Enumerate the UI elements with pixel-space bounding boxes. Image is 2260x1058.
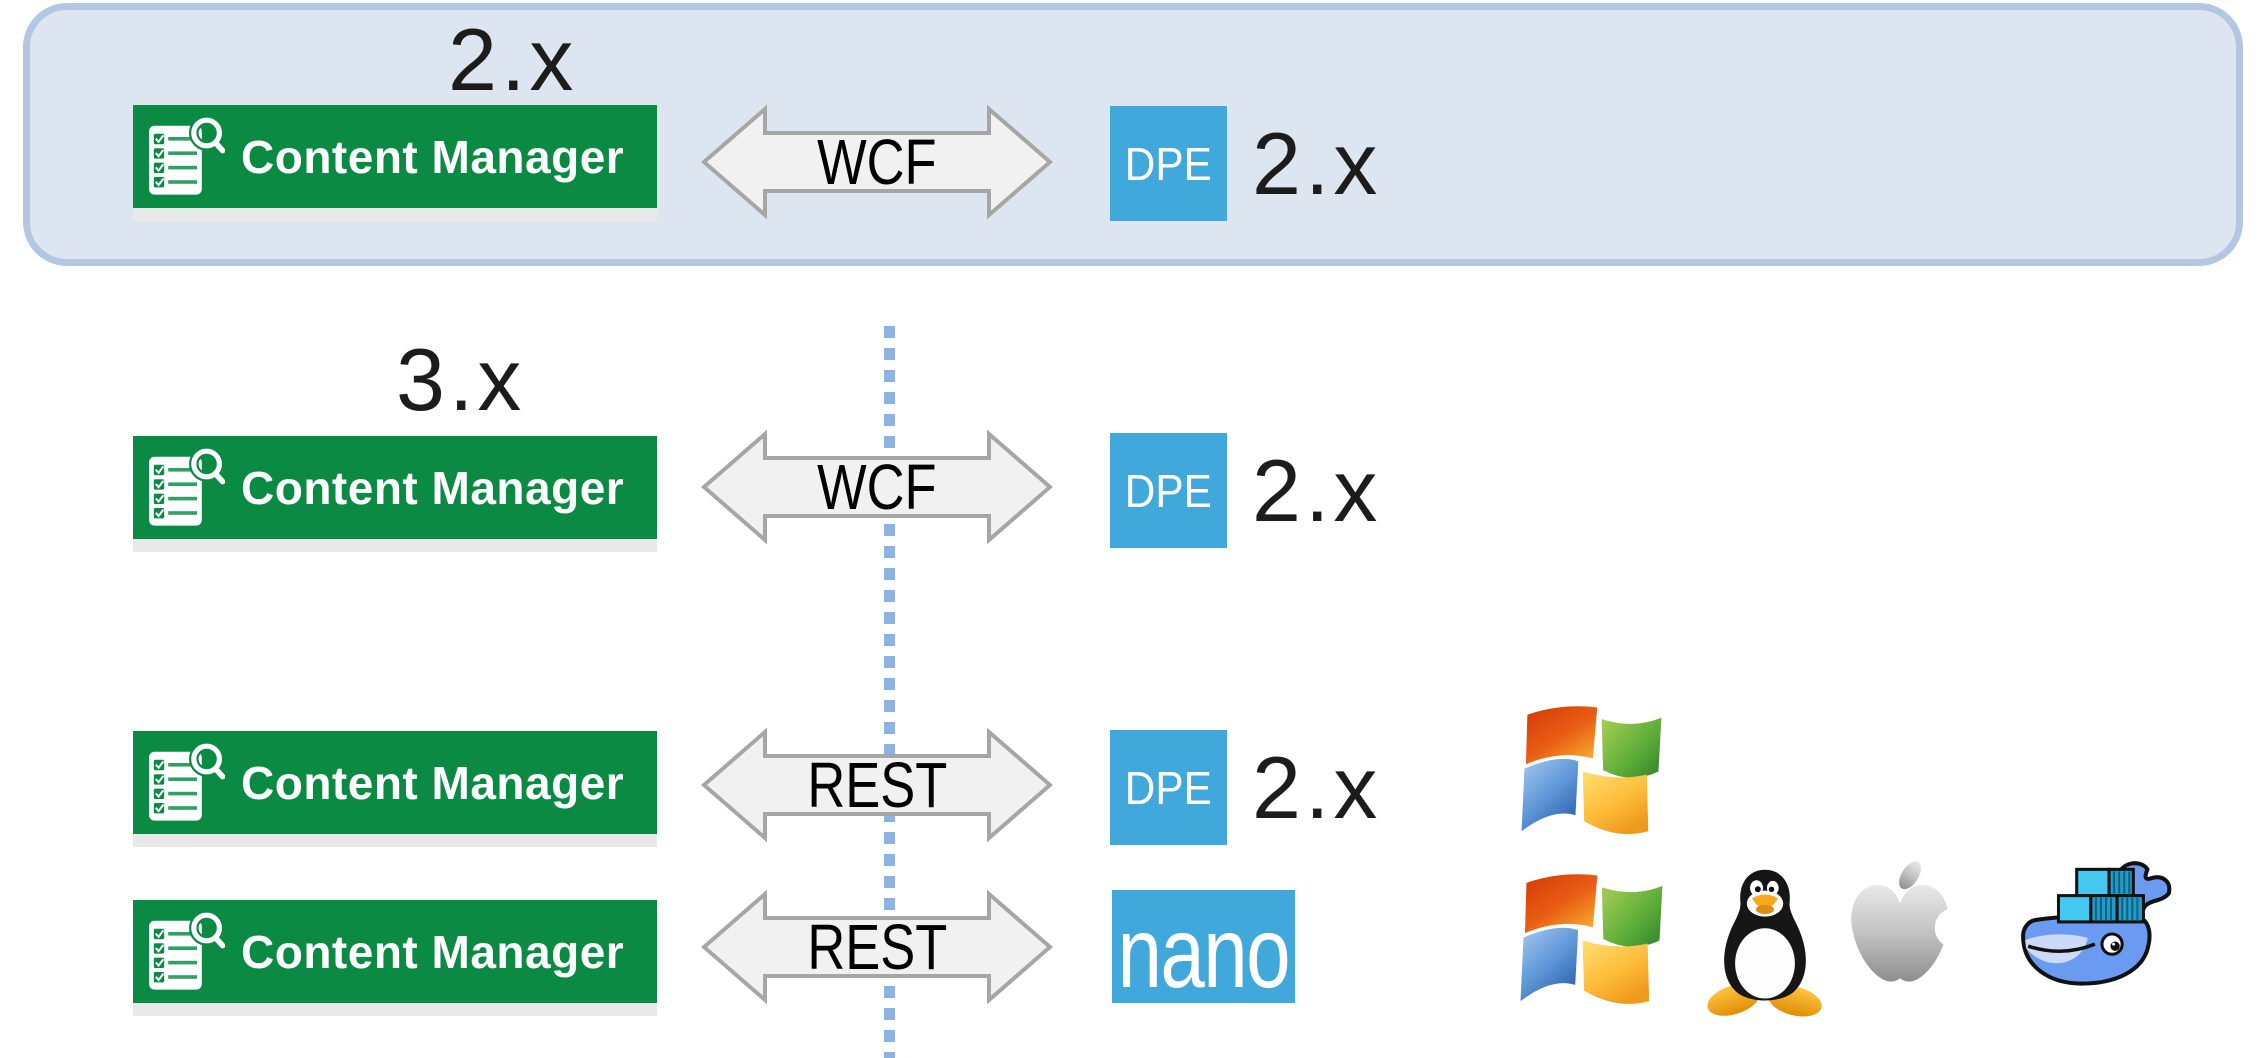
linux-tux-icon bbox=[1700, 862, 1830, 1018]
server-version-wrap: 2.x bbox=[1252, 730, 1381, 845]
server-version-label: 2.x bbox=[1252, 440, 1382, 540]
badge-shadow-strip bbox=[133, 834, 657, 847]
apple-icon bbox=[1844, 856, 1956, 1002]
dpe-label: DPE bbox=[1124, 137, 1213, 190]
rest-arrow: REST bbox=[701, 889, 1053, 1005]
windows-icon bbox=[1512, 874, 1668, 1010]
checklist-magnifier-icon bbox=[145, 444, 225, 532]
content-manager-badge: Content Manager bbox=[133, 731, 657, 834]
dpe-box: DPE bbox=[1110, 433, 1227, 548]
rest-arrow: REST bbox=[701, 727, 1053, 843]
dpe-label: DPE bbox=[1124, 761, 1213, 814]
protocol-label: WCF bbox=[817, 126, 937, 198]
server-version-wrap: 2.x bbox=[1252, 433, 1381, 548]
dpe-label: DPE bbox=[1124, 464, 1213, 517]
checklist-magnifier-icon bbox=[145, 908, 225, 996]
badge-shadow-strip bbox=[133, 1003, 657, 1016]
protocol-label: REST bbox=[807, 911, 947, 983]
content-manager-label: Content Manager bbox=[241, 925, 625, 978]
server-version-wrap: 2.x bbox=[1252, 106, 1381, 221]
wcf-arrow: WCF bbox=[701, 429, 1053, 545]
server-version-label: 2.x bbox=[1252, 113, 1382, 213]
dpe-box: DPE bbox=[1110, 106, 1227, 221]
client-version-label: 2.x bbox=[448, 10, 578, 109]
content-manager-label: Content Manager bbox=[241, 461, 625, 514]
protocol-label: REST bbox=[807, 749, 947, 821]
dpe-box: DPE bbox=[1110, 730, 1227, 845]
content-manager-label: Content Manager bbox=[241, 130, 625, 183]
content-manager-label: Content Manager bbox=[241, 756, 625, 809]
windows-icon bbox=[1512, 706, 1668, 840]
content-manager-badge: Content Manager bbox=[133, 436, 657, 539]
client-version-label: 3.x bbox=[396, 330, 526, 429]
docker-icon bbox=[2014, 858, 2196, 1002]
content-manager-badge: Content Manager bbox=[133, 900, 657, 1003]
wcf-arrow: WCF bbox=[701, 104, 1053, 220]
server-version-label: 2.x bbox=[1252, 737, 1382, 837]
checklist-magnifier-icon bbox=[145, 113, 225, 201]
badge-shadow-strip bbox=[133, 208, 657, 221]
nano-box: nano bbox=[1112, 890, 1295, 1003]
badge-shadow-strip bbox=[133, 539, 657, 552]
nano-label: nano bbox=[1117, 896, 1291, 1009]
vertical-dashed-divider bbox=[884, 326, 895, 1058]
content-manager-badge: Content Manager bbox=[133, 105, 657, 208]
protocol-label: WCF bbox=[817, 451, 937, 523]
checklist-magnifier-icon bbox=[145, 739, 225, 827]
